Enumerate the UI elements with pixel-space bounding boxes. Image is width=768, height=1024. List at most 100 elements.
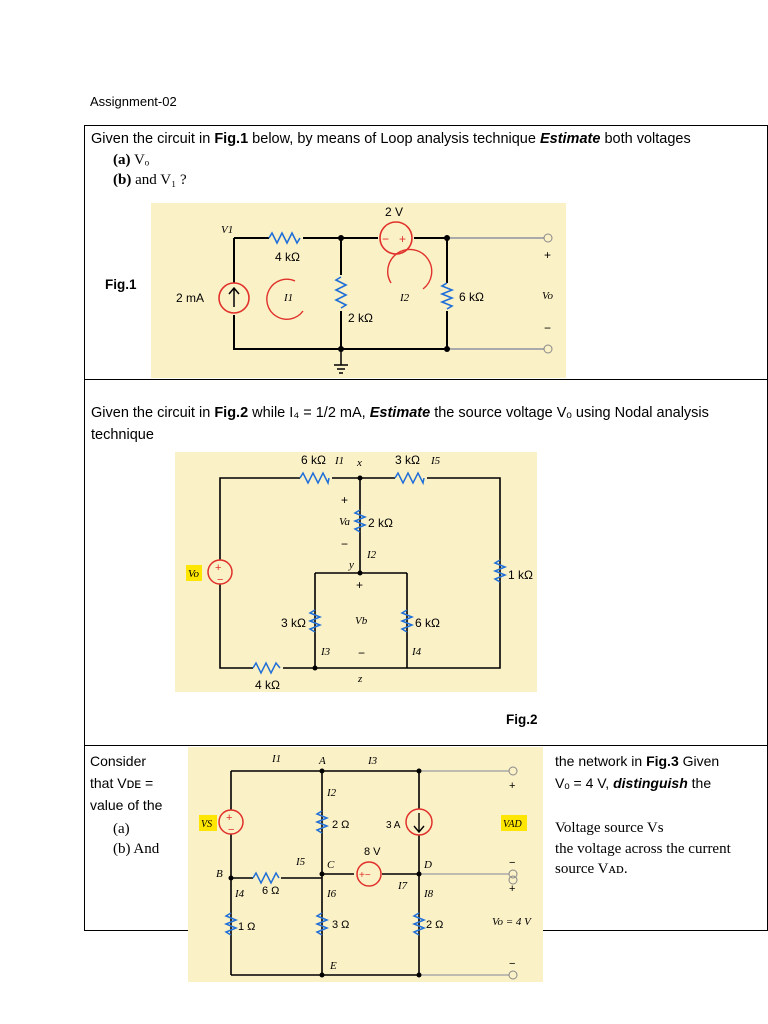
fig3-r-2b: 2 Ω	[426, 919, 443, 931]
q1-verb: Estimate	[539, 131, 601, 147]
fig3-node-e: E	[329, 960, 337, 972]
q1-fig-ref: Fig.1	[214, 131, 249, 147]
svg-text:−: −	[382, 232, 389, 246]
q3-right-b1: the voltage across the current	[555, 841, 731, 857]
fig1-plus: +	[544, 248, 551, 262]
fig1-minus: −	[544, 321, 551, 335]
svg-text:−: −	[509, 958, 515, 970]
fig3-node-c: C	[327, 859, 335, 871]
q3-left-line3: value of the	[90, 797, 163, 813]
fig3-i5: I5	[295, 856, 306, 868]
fig2-va: Va	[339, 516, 351, 528]
fig3-vad: VAD	[503, 819, 522, 830]
figure-1: −+ V1 4 kΩ 2 V 2 mA I1 I2 2 kΩ 6 kΩ + − …	[151, 203, 566, 378]
q1-part-b-label: (b)	[113, 172, 132, 188]
svg-text:+: +	[399, 232, 406, 246]
fig3-i3: I3	[367, 755, 378, 767]
fig2-r-bottom: 4 kΩ	[255, 678, 280, 692]
fig3-i6: I6	[326, 888, 337, 900]
fig2-r-top-left: 6 kΩ	[301, 453, 326, 467]
fig3-node-b: B	[216, 868, 223, 880]
fig1-vo-label: Vo	[542, 290, 554, 302]
svg-text:−: −	[228, 824, 234, 836]
q3-right-b2: source Vᴀᴅ.	[555, 861, 628, 877]
svg-text:+: +	[509, 780, 515, 792]
fig2-vb: Vb	[355, 615, 368, 627]
question-2-text: Given the circuit in Fig.2 while I₄ = 1/…	[91, 402, 731, 446]
fig2-i4: I4	[411, 646, 422, 658]
q3-right-text: the network in Fig.3 Given Vₒ = 4 V, dis…	[555, 750, 765, 794]
q1-middle: below, by means of Loop analysis techniq…	[248, 131, 540, 147]
svg-text:−: −	[341, 537, 348, 551]
fig1-r3-label: 6 kΩ	[459, 290, 484, 304]
q1-part-b-text: and V₁ ?	[131, 172, 187, 188]
q3-right-line1: the network in	[555, 753, 647, 769]
fig1-loop1-label: I1	[283, 292, 293, 304]
fig3-node-d: D	[423, 859, 432, 871]
fig-2-label: Fig.2	[506, 712, 538, 727]
svg-text:+: +	[509, 883, 515, 895]
fig3-isrc: 3 A	[386, 820, 401, 831]
q3-right-fig-ref: Fig.3	[646, 753, 679, 769]
fig2-i1: I1	[334, 455, 344, 467]
fig1-vsrc-label: 2 V	[385, 205, 403, 219]
fig3-i4: I4	[234, 888, 245, 900]
q3-left-line2: that Vᴅᴇ =	[90, 775, 154, 791]
q1-part-a-label: (a)	[113, 152, 131, 168]
figure-3-circuit: + − +− I1 A I3 I2 VS 2 Ω 3 A VAD 8 V B C…	[199, 753, 532, 980]
fig1-v1-label: V1	[221, 224, 233, 236]
q1-part-b: (b) and V₁ ?	[113, 170, 187, 190]
svg-text:+−: +−	[359, 870, 371, 881]
q3-right-a: Voltage source Vs	[555, 820, 664, 836]
svg-text:+: +	[356, 578, 363, 592]
fig3-vsrc: 8 V	[364, 846, 381, 858]
fig3-i1: I1	[271, 753, 281, 765]
svg-text:−: −	[358, 646, 365, 660]
document-title: Assignment-02	[90, 94, 177, 109]
fig3-i2: I2	[326, 787, 337, 799]
fig3-vo-eq: Vo = 4 V	[492, 916, 532, 928]
q2-fig-ref: Fig.2	[214, 405, 249, 421]
q1-part-a: (a) Vₒ	[113, 150, 149, 170]
svg-text:−: −	[509, 857, 515, 869]
q2-middle: while I₄ = 1/2 mA,	[248, 405, 370, 421]
fig2-node-x: x	[356, 457, 362, 469]
q2-lead: Given the circuit in	[91, 405, 215, 421]
figure-1-circuit: −+ V1 4 kΩ 2 V 2 mA I1 I2 2 kΩ 6 kΩ + − …	[176, 205, 554, 374]
fig3-i8: I8	[423, 888, 434, 900]
q2-tail: the source voltage Vₒ using Nodal analys…	[91, 405, 709, 443]
fig2-i3: I3	[320, 646, 331, 658]
q3-right-line1b: Given	[678, 753, 720, 769]
fig2-i5: I5	[430, 455, 441, 467]
fig2-r-top-right: 3 kΩ	[395, 453, 420, 467]
q3-right-verb: distinguish	[613, 775, 688, 791]
fig2-r-6k: 6 kΩ	[415, 616, 440, 630]
fig3-r-3: 3 Ω	[332, 919, 349, 931]
q1-tail: both voltages	[600, 131, 691, 147]
fig3-r-1: 1 Ω	[238, 921, 255, 933]
q3-right-b: the voltage across the current source Vᴀ…	[555, 839, 765, 879]
fig2-i2: I2	[366, 549, 377, 561]
fig1-isrc-label: 2 mA	[176, 291, 204, 305]
fig-1-label: Fig.1	[105, 277, 137, 292]
fig3-r-2a: 2 Ω	[332, 819, 349, 831]
svg-text:−: −	[217, 574, 223, 586]
q3-left-text: Consider that Vᴅᴇ = value of the	[90, 750, 185, 816]
fig1-r1-label: 4 kΩ	[275, 250, 300, 264]
figure-2-circuit: + − 6 kΩ I1 x 3 kΩ I5 + Va 2 kΩ − I2 y V…	[186, 453, 533, 692]
q3-left-line1: Consider	[90, 753, 147, 769]
q2-verb: Estimate	[369, 405, 431, 421]
q1-part-a-text: Vₒ	[130, 152, 150, 168]
fig2-node-z: z	[357, 673, 363, 685]
fig2-vo: Vo	[188, 568, 200, 580]
fig2-r-3k: 3 kΩ	[281, 616, 306, 630]
figure-3: + − +− I1 A I3 I2 VS 2 Ω 3 A VAD 8 V B C…	[188, 747, 543, 982]
fig1-r2-label: 2 kΩ	[348, 311, 373, 325]
fig3-i7: I7	[397, 880, 408, 892]
q3-left-b: (b) And	[113, 841, 160, 857]
fig3-r-6: 6 Ω	[262, 885, 279, 897]
svg-text:+: +	[341, 493, 348, 507]
q3-right-line2a: Vₒ = 4 V,	[555, 775, 614, 791]
fig3-vs: VS	[201, 819, 212, 830]
fig2-r-mid: 2 kΩ	[368, 516, 393, 530]
